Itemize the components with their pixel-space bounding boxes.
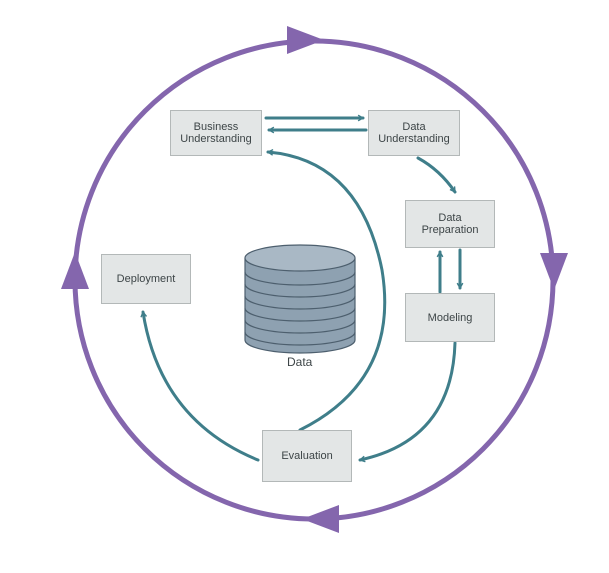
data-preparation-label-line2: Preparation [421, 224, 479, 236]
modeling-box: Modeling [405, 293, 495, 342]
outer-cycle-arrow-right [540, 253, 568, 290]
data-preparation-box: Data Preparation [405, 200, 495, 248]
data-cylinder-icon [244, 244, 356, 354]
data-center-label: Data [287, 355, 313, 369]
deployment-label: Deployment [116, 273, 176, 285]
data-understanding-box: Data Understanding [368, 110, 460, 156]
deployment-box: Deployment [101, 254, 191, 304]
modeling-label: Modeling [427, 311, 473, 324]
outer-cycle-arrow-top [287, 26, 324, 54]
business-understanding-label-line2: Understanding [180, 133, 252, 145]
arrow-evaluation-to-deployment [143, 310, 260, 462]
data-understanding-label-line1: Data [402, 121, 426, 133]
arrow-modeling-to-evaluation [358, 341, 457, 460]
evaluation-label: Evaluation [281, 450, 333, 462]
outer-cycle-arrow-left [61, 252, 89, 289]
data-preparation-label-line1: Data [438, 212, 462, 224]
arrow-evaluation-to-business [266, 152, 387, 432]
arrow-data-understanding-to-preparation [416, 156, 457, 194]
outer-cycle-arrow-bottom [302, 505, 339, 533]
evaluation-box: Evaluation [262, 430, 352, 482]
data-understanding-label-line2: Understanding [378, 133, 450, 145]
business-understanding-box: Business Understanding [170, 110, 262, 156]
business-understanding-label-line1: Business [193, 121, 239, 133]
